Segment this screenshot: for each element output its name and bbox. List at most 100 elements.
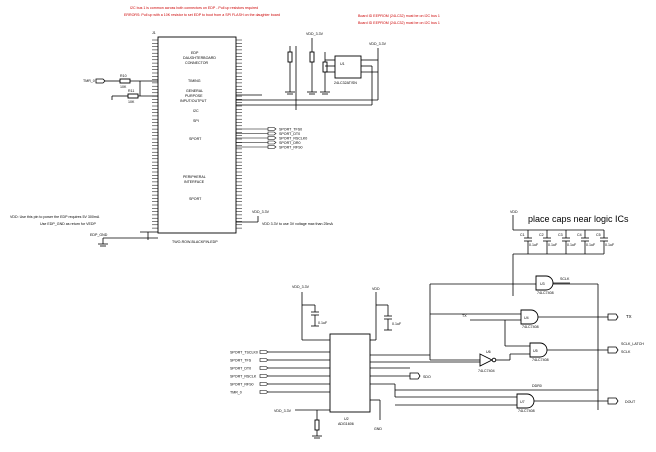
group-general: GENERAL [186,89,203,93]
svg-text:VDD_3.3V: VDD_3.3V [292,285,310,289]
sport-label: SPORT_RSCLK0 [279,136,307,140]
connector-left-pins [152,39,158,229]
svg-text:74LC7408: 74LC7408 [532,358,549,362]
cap-ref: C4 [577,233,582,237]
svg-text:DDR0: DDR0 [532,384,542,388]
connector-title-2: DAUGHTERBOARD [183,56,216,60]
group-io: INPUT/OUTPUT [180,99,207,103]
mux-input-label: SPORT_RFS0 [230,382,254,386]
svg-text:U3: U3 [540,282,545,286]
mux-section: U2 ADG1606 VDD_3.3V 0.1uF VDD 0.1uF SPOR… [230,285,480,439]
svg-text:DOUT: DOUT [625,400,636,404]
tmr0-label: TMR_0 [83,79,95,83]
svg-text:VDD_3.3V: VDD_3.3V [306,32,324,36]
edp-gnd-label: EDP_GND [90,233,108,237]
mux-input-label: SPORT_DT0 [230,366,251,370]
sport-port [267,140,277,145]
svg-text:VDD_3.3V: VDD_3.3V [369,42,387,46]
sport-port [267,145,277,149]
cap-value: 0.1uF [605,243,615,247]
svg-text:VDD_3.3V: VDD_3.3V [252,210,270,214]
sport-label: SPORT_RFS0 [279,145,303,149]
svg-text:74LC7408: 74LC7408 [522,325,539,329]
mux-input-port [259,358,269,362]
power-note: VDD: Use this pin to power the EDP requi… [10,215,100,219]
cap-value: 0.1uF [586,243,596,247]
cap-ref: C5 [596,233,601,237]
mux-input-port [259,390,269,394]
svg-text:SDO: SDO [423,375,431,379]
svg-text:GND: GND [374,427,382,431]
svg-text:VDD: VDD [372,287,380,291]
i2c-note-line2: ERRORS: Pull up with a 10K resistor to s… [124,13,280,17]
sport-port [267,131,277,136]
edp-gnd-net: EDP_GND [90,231,158,247]
mux-input-label: TMR_0 [230,390,242,394]
connector-title-3: CONNECTOR [185,61,208,65]
power-note-2: Use EDP_GND as return for VEDP [40,222,97,226]
sport-right-labels: SPORT_TFS0SPORT_DT0SPORT_RSCLK0SPORT_DR0… [236,127,307,149]
cap-ref: C2 [539,233,544,237]
connector-title-1: EDP [191,51,199,55]
svg-text:74LC7408: 74LC7408 [518,409,535,413]
eeprom-section: U1 24LC32AT/SN VDD_3.3V VDD_3.3V [236,32,387,110]
logic-section: SCLK 74LC7408 U3 TX 74LC7408 U4 TX SCLK_… [394,254,644,413]
sport-label: SPORT_DT0 [279,132,300,136]
sport-port [267,127,277,131]
svg-text:SCLK: SCLK [560,277,570,281]
connector-ref: J1 [152,31,156,35]
edp-connector: J1 EDP DAUGHTERBOARD CONNECTOR TIMING GE… [152,31,242,244]
eeprom-ref: U1 [340,62,345,66]
svg-text:VDD: VDD [510,210,518,214]
mux-input-port [259,374,269,378]
sport-label: SPORT_DR0 [279,141,301,145]
svg-text:SCLK: SCLK [621,350,631,354]
svg-text:0.1uF: 0.1uF [318,321,328,325]
cap-value: 0.1uF [548,243,558,247]
svg-text:U4: U4 [524,316,529,320]
group-peripheral: PERIPHERAL [183,175,206,179]
sport-port [267,136,277,140]
svg-text:U7: U7 [520,400,525,404]
group-sport: SPORT [189,137,202,141]
mux-input-port [259,382,269,386]
svg-text:R11: R11 [128,89,134,93]
svg-text:U5: U5 [533,349,538,353]
cap-ref: C3 [558,233,563,237]
mux-input-label: SPORT_RSCLK [230,374,257,378]
i2c-note-line1: I2C bus 1 is common across both connecto… [130,6,258,10]
svg-text:10K: 10K [128,100,135,104]
svg-text:TX: TX [462,314,467,318]
group-interface: INTERFACE [184,180,205,184]
vdd33-connector-supply: VDD_3.3V [236,210,270,223]
svg-text:0.1uF: 0.1uF [392,322,402,326]
mux-input-port [259,366,269,370]
svg-text:74LC7404: 74LC7404 [478,369,495,373]
mux-input-label: SPORT_TSCLK0 [230,350,258,354]
mux-part: ADG1606 [338,422,354,426]
tmr0-input: TMR_0 R10 10K R11 10K [83,74,158,104]
svg-text:U6: U6 [486,350,491,354]
svg-text:TX: TX [626,314,632,319]
vdd-note: VDD 3.3V to use 3V voltage max than 25mA [262,222,334,226]
group-timing: TIMING [188,79,201,83]
cap-value: 0.1uF [529,243,539,247]
group-purpose: PURPOSE [185,94,203,98]
cap-value: 0.1uF [567,243,577,247]
sport-label: SPORT_TFS0 [279,127,302,131]
connector-right-pins [236,39,242,229]
svg-text:SCLK_LATCH: SCLK_LATCH [621,342,644,346]
svg-text:VDD_3.3V: VDD_3.3V [274,409,292,413]
caps-note: place caps near logic ICs [528,214,629,224]
mux-input-port [259,350,269,354]
svg-text:74LC7408: 74LC7408 [537,291,554,295]
eeprom-note-2: Board ID EEPROM (24LC32) must be on I2C … [358,21,440,25]
mux-ref: U2 [344,417,349,421]
eeprom-part: 24LC32AT/SN [334,81,357,85]
r10-label: R10 [120,74,127,78]
group-i2c: I2C [193,109,199,113]
group-sport2: SPORT [189,197,202,201]
eeprom-note-1: Board ID EEPROM (24LC32) must be on I2C … [358,14,440,18]
